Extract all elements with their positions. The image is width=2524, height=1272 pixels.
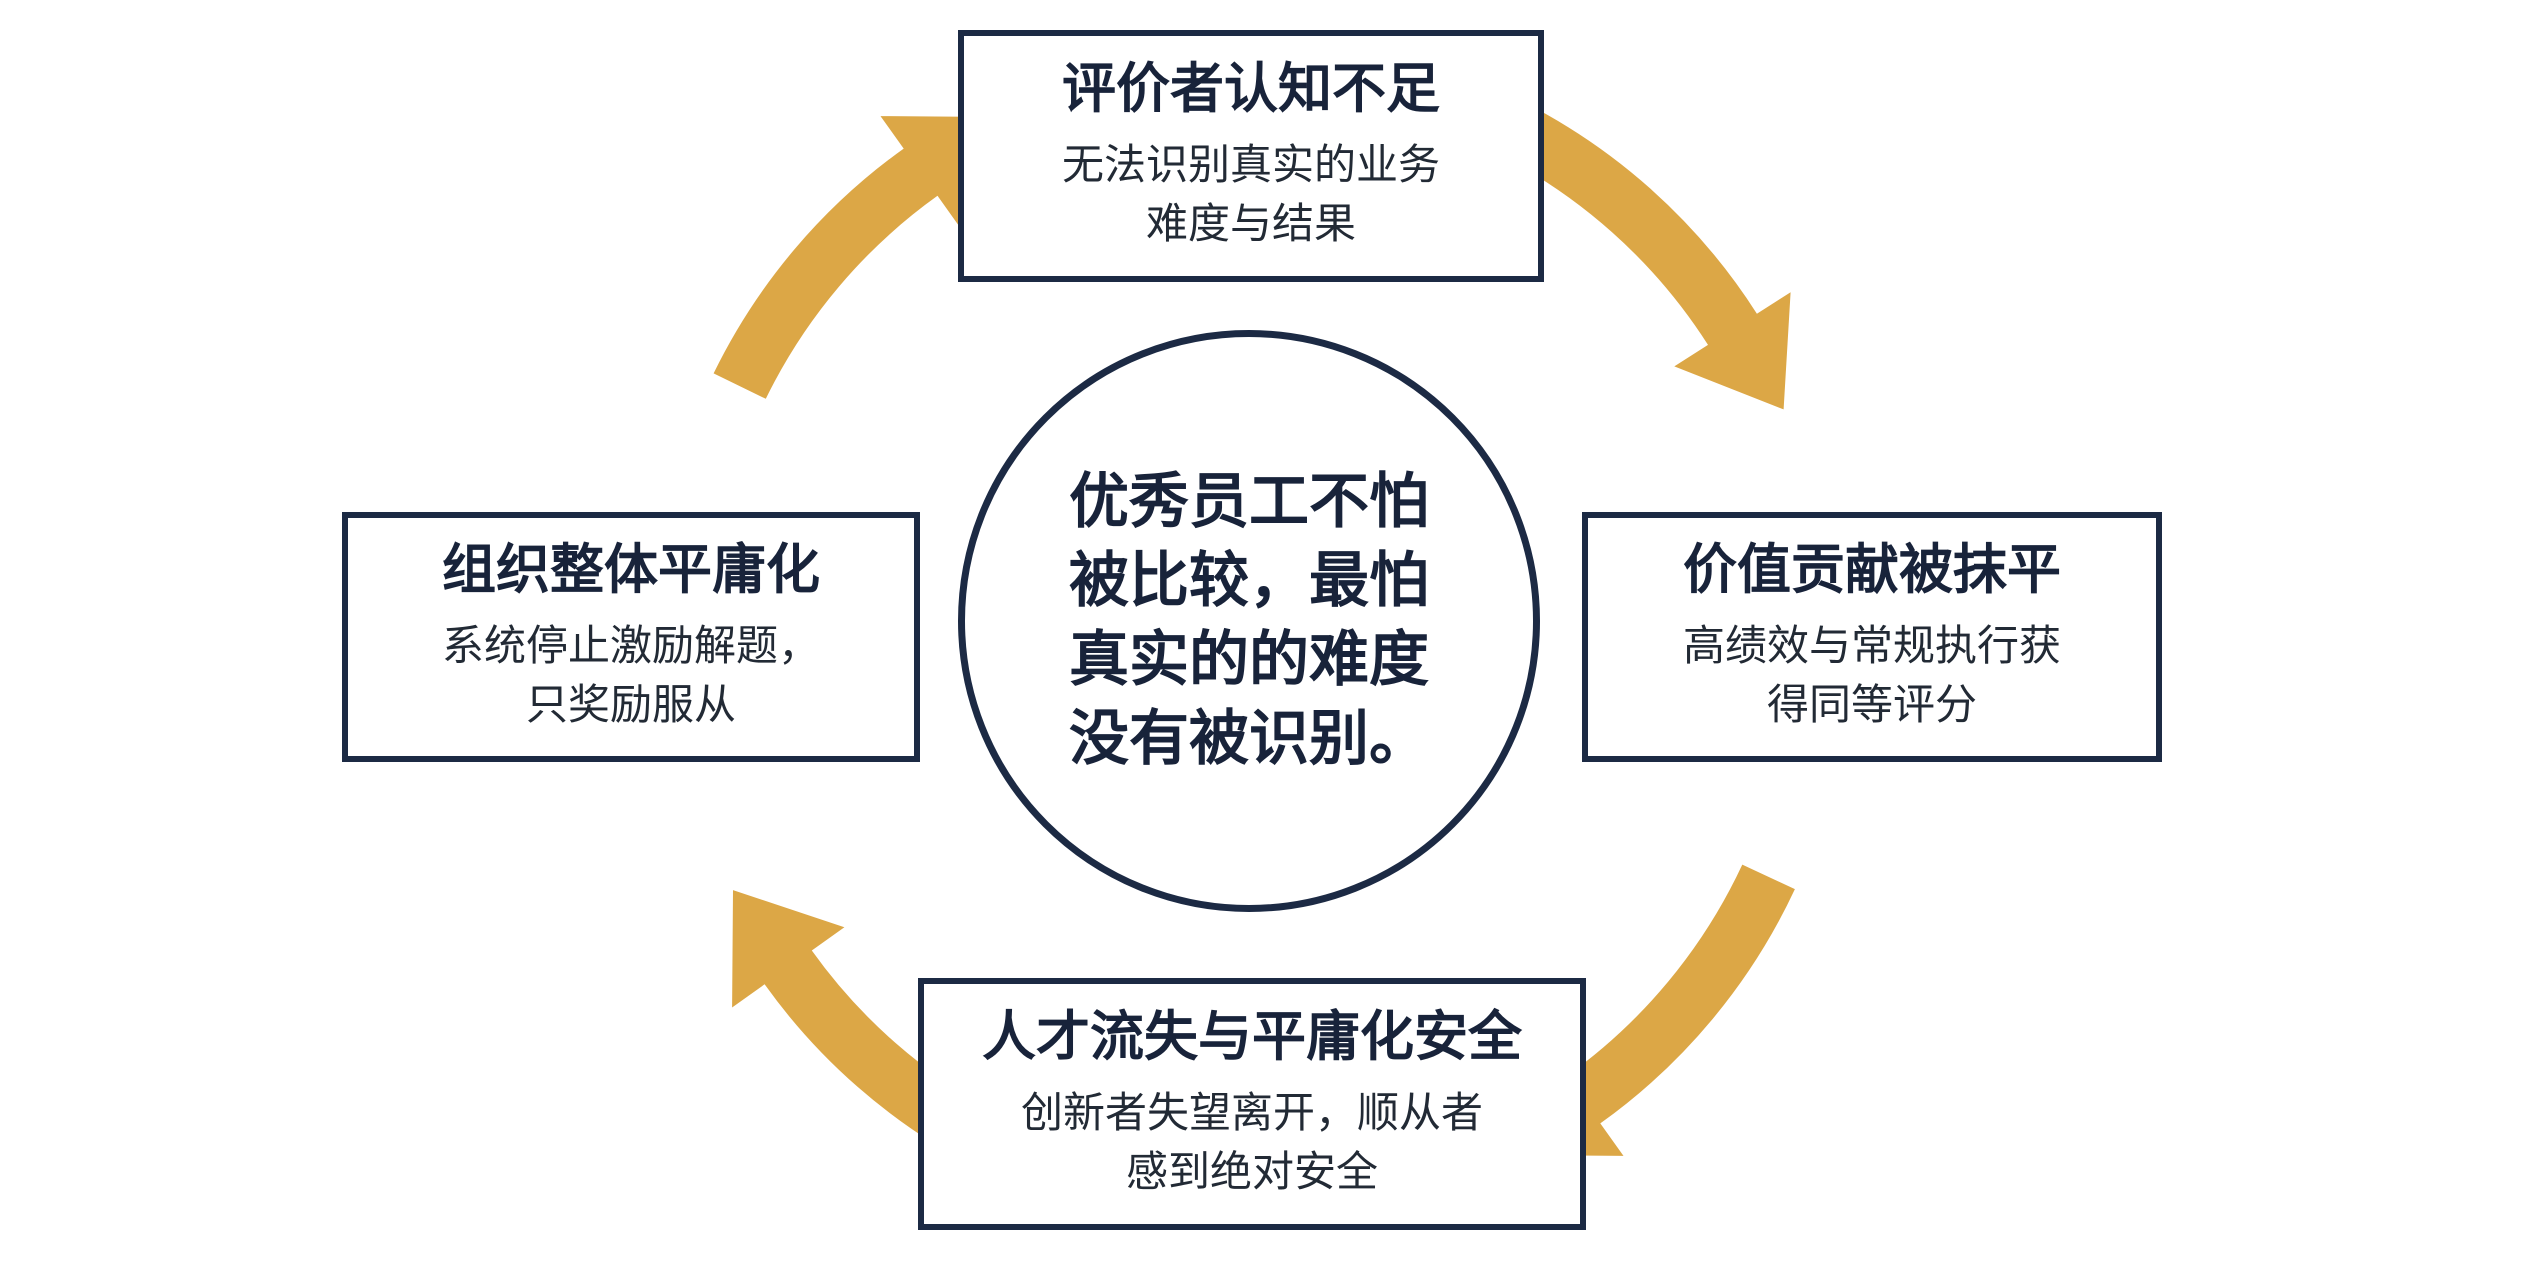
node-talent-loss: 人才流失与平庸化安全 创新者失望离开，顺从者 感到绝对安全 [918, 978, 1586, 1230]
node-description-line: 系统停止激励解题， [441, 621, 820, 671]
node-title: 组织整体平庸化 [442, 538, 820, 602]
center-statement-line: 被比较，最怕 [1069, 545, 1429, 616]
node-organization-mediocrity: 组织整体平庸化 系统停止激励解题， 只奖励服从 [342, 512, 920, 762]
node-evaluator-cognition: 评价者认知不足 无法识别真实的业务 难度与结果 [958, 30, 1544, 282]
node-description: 系统停止激励解题， 只奖励服从 [442, 617, 820, 735]
node-description-line: 高绩效与常规执行获 [1682, 621, 2061, 671]
node-description-line: 只奖励服从 [525, 680, 736, 730]
node-description: 高绩效与常规执行获 得同等评分 [1683, 617, 2061, 735]
center-statement: 优秀员工不怕 被比较，最怕 真实的的难度 没有被识别。 [958, 330, 1540, 912]
node-title: 价值贡献被抹平 [1683, 538, 2061, 602]
node-description-line: 创新者失望离开，顺从者 [1020, 1088, 1483, 1138]
arrow-left-to-top [713, 116, 998, 399]
node-value-flattened: 价值贡献被抹平 高绩效与常规执行获 得同等评分 [1582, 512, 2162, 762]
center-statement-line: 优秀员工不怕 [1069, 466, 1429, 537]
node-description-line: 无法识别真实的业务 [1061, 140, 1440, 190]
arrow-top-to-right [1489, 97, 1791, 410]
node-description: 创新者失望离开，顺从者 感到绝对安全 [1021, 1084, 1483, 1202]
node-title: 评价者认知不足 [1062, 57, 1440, 121]
node-description: 无法识别真实的业务 难度与结果 [1062, 136, 1440, 254]
node-title: 人才流失与平庸化安全 [982, 1005, 1522, 1069]
center-statement-line: 真实的的难度 [1069, 625, 1429, 695]
node-description-line: 感到绝对安全 [1125, 1147, 1378, 1197]
center-statement-line: 没有被识别。 [1069, 704, 1429, 775]
node-description-line: 难度与结果 [1145, 199, 1356, 249]
node-description-line: 得同等评分 [1766, 680, 1977, 730]
